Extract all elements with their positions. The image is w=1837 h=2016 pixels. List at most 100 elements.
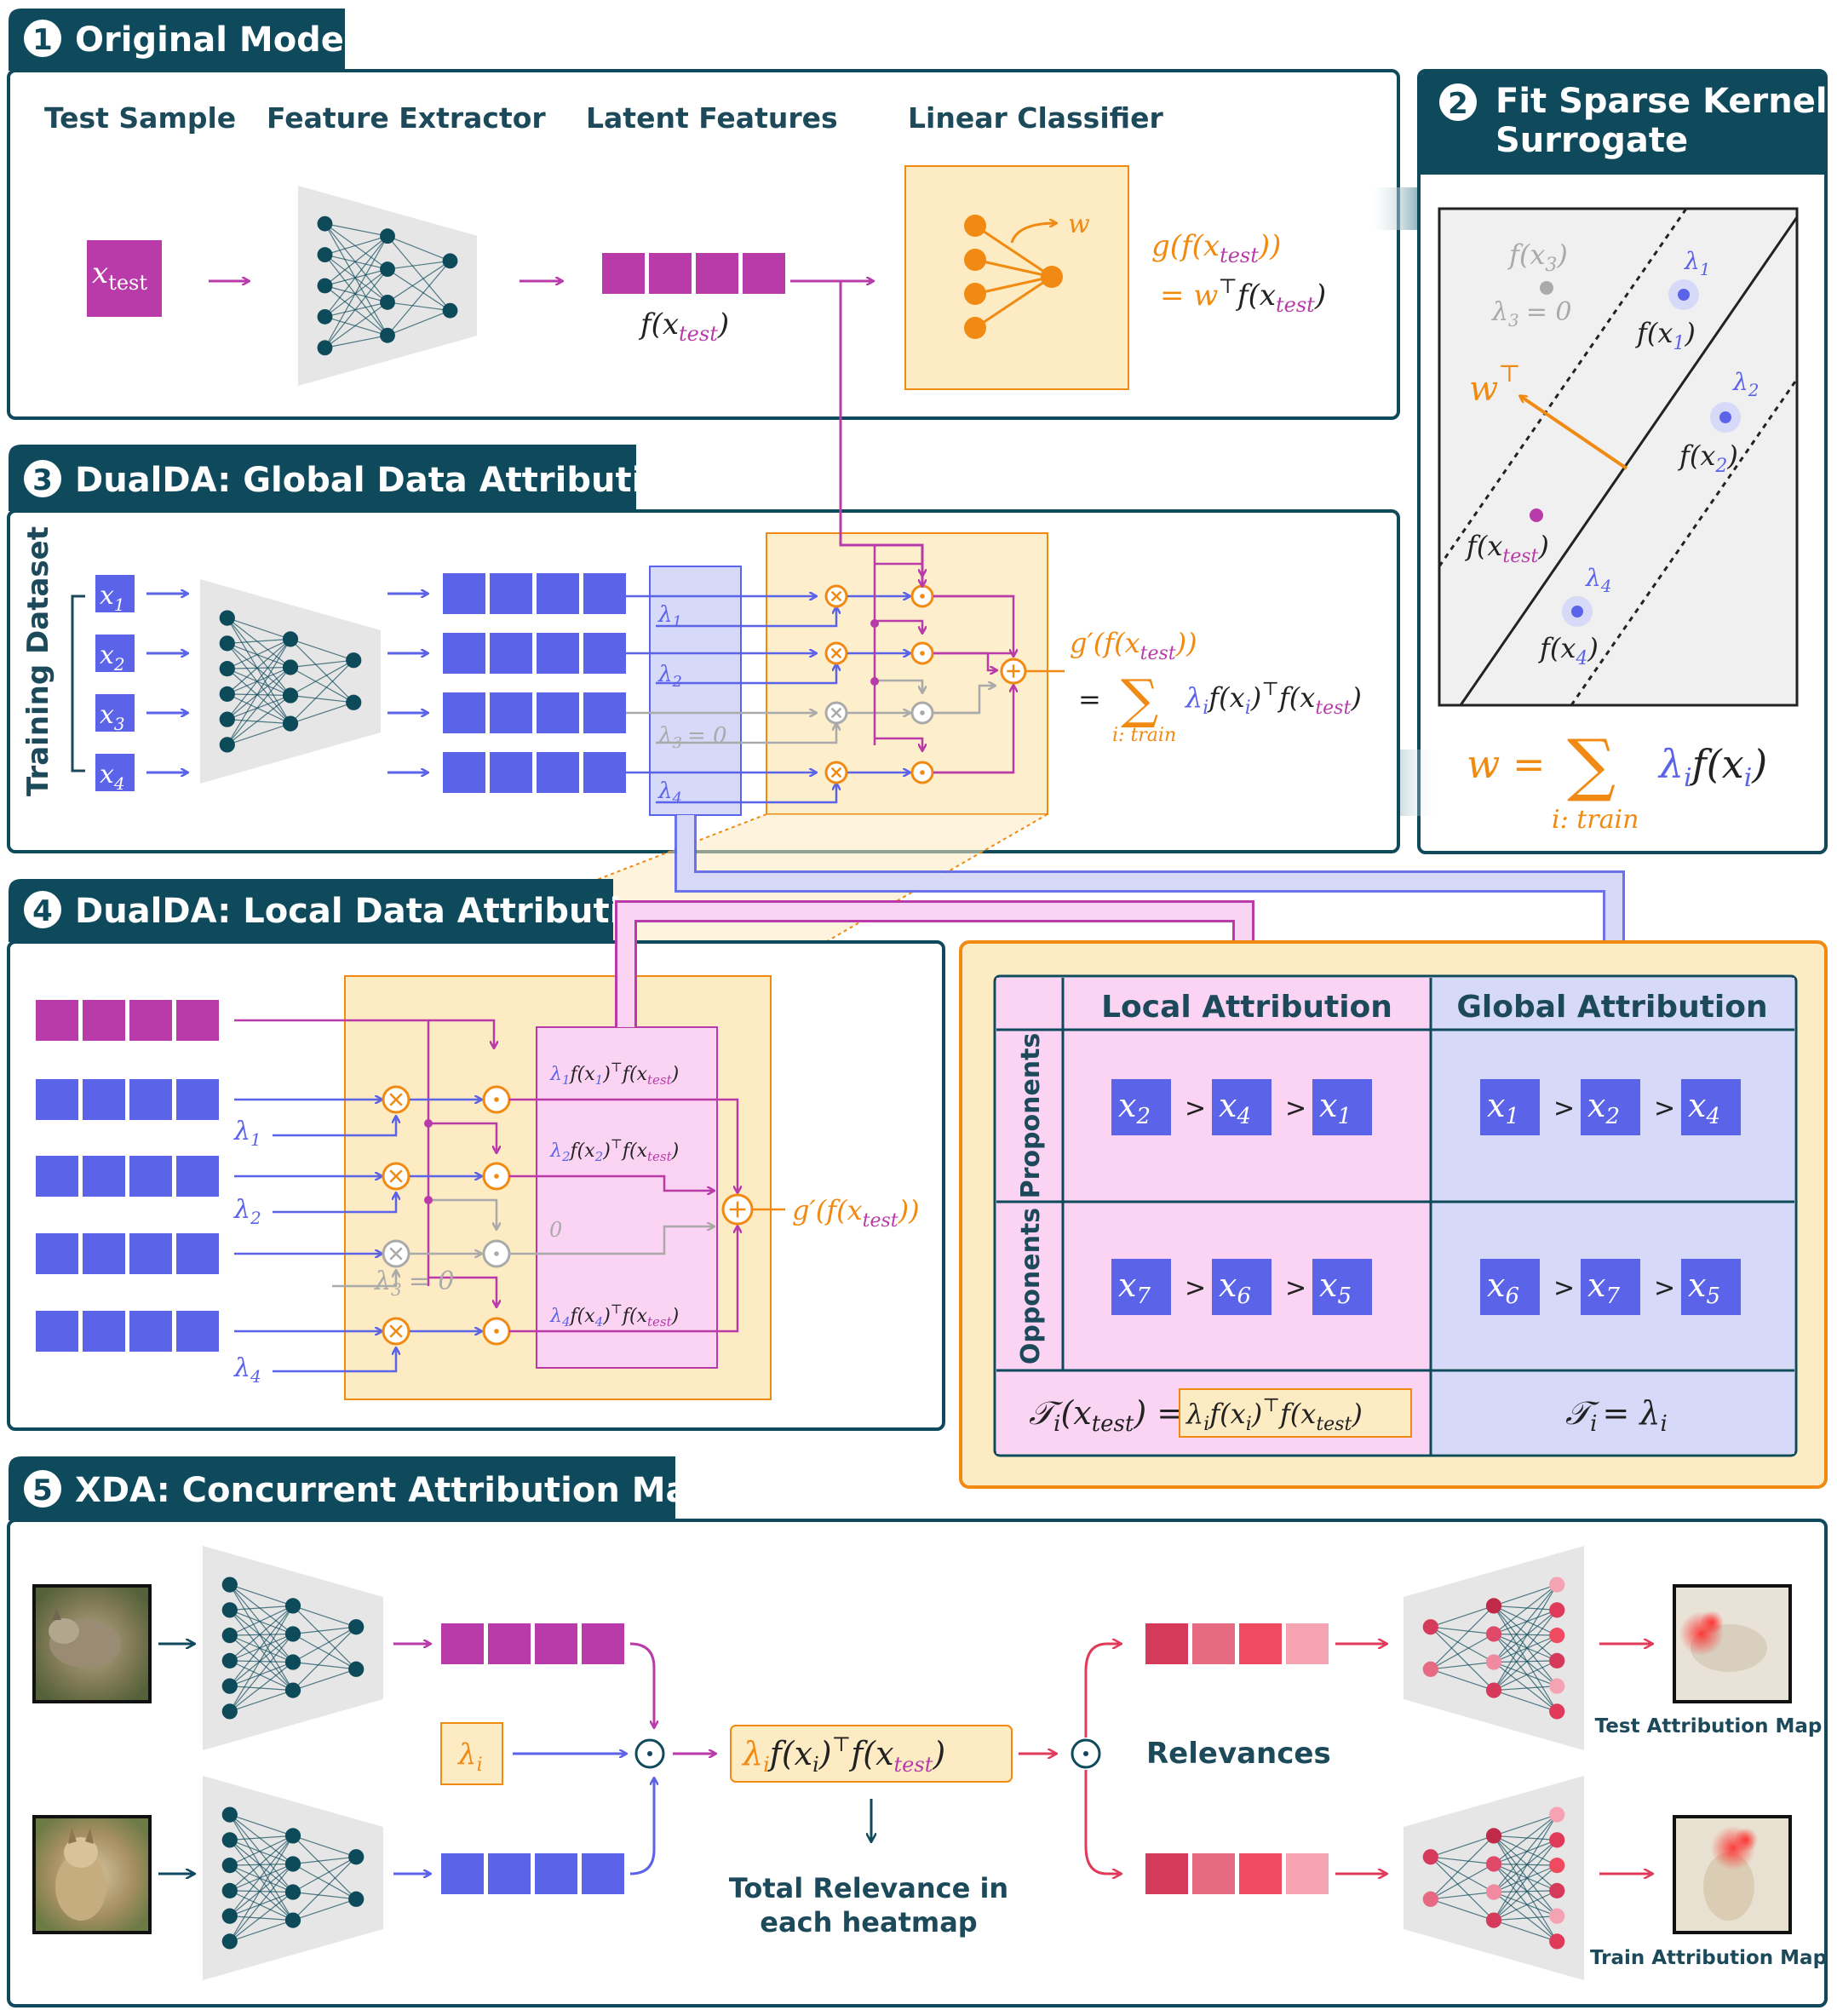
network-node: [221, 1806, 238, 1823]
training-sample-label: x1: [100, 581, 125, 615]
network-node: [1422, 1619, 1438, 1635]
attribution-comparison-table: Local Attribution Global Attribution Pro…: [959, 940, 1828, 1489]
greater-than: >: [1285, 1273, 1306, 1303]
network-node: [380, 294, 395, 310]
train-feature-cell: [36, 1311, 78, 1352]
train-features: [441, 1853, 624, 1894]
panel-title: DualDA: Local Data Attribution: [75, 892, 669, 931]
network-trapezoid: [200, 579, 381, 784]
global-output-rhs: λif(xi)⊤f(xtest): [1184, 679, 1362, 719]
lambda3-zero: λ3= 0: [374, 1266, 455, 1300]
feature-cell: [583, 573, 626, 614]
step-number: 4: [32, 894, 53, 928]
ranked-sample-box: [1212, 1079, 1272, 1135]
training-sample-label: x3: [100, 700, 125, 734]
network-node: [1485, 1912, 1502, 1928]
training-sample-label: x4: [100, 760, 125, 794]
network-node: [1549, 1832, 1565, 1848]
test-feature-link: [839, 281, 922, 586]
feature-extractor-net: [200, 579, 381, 784]
greater-than: >: [1654, 1094, 1675, 1123]
network-node: [284, 1856, 301, 1872]
lambda-i-box: [440, 1722, 503, 1785]
label-fx1: f(x1): [1635, 317, 1696, 354]
train-relevance-vector: [1145, 1853, 1329, 1894]
network-node: [221, 1652, 238, 1669]
network-node: [221, 1628, 238, 1644]
surrogate-formula-lhs: w =: [1467, 741, 1546, 787]
header-latent-features: Latent Features: [586, 101, 838, 135]
train-feature-cell: [176, 1156, 219, 1197]
local-output: g′(f(xtest)): [792, 1194, 920, 1232]
greater-than: >: [1553, 1273, 1575, 1303]
feature-cell: [537, 573, 579, 614]
feature-cell: [583, 692, 626, 733]
sum-symbol: ∑: [1121, 668, 1158, 730]
lambda1: λ1: [233, 1117, 261, 1150]
panel-title-line2: Surrogate: [1495, 121, 1688, 160]
network-node: [1485, 1682, 1502, 1698]
train-attribution-heatmap: [1673, 1815, 1792, 1934]
network-node: [284, 1912, 301, 1928]
network-node: [442, 253, 458, 269]
point-x2: [1719, 411, 1731, 423]
dataset-bracket: [71, 594, 85, 773]
feature-cell: [443, 633, 485, 674]
train-feature-cell: [176, 1233, 219, 1274]
training-dataset-label: Training Dataset: [21, 526, 55, 796]
ranked-sample-box: [1312, 1079, 1372, 1135]
train-attribution-map-label: Train Attribution Map: [1590, 1947, 1827, 1969]
network-node: [1549, 1703, 1565, 1720]
local-score-formula: 𝒯i(xtest) =: [1029, 1394, 1184, 1437]
train-feature-cell: [129, 1233, 172, 1274]
network-node: [1485, 1884, 1502, 1900]
feature-cell: [490, 633, 532, 674]
total-relevance-line2: each heatmap: [760, 1906, 977, 1938]
ranked-sample-label: x5: [1688, 1266, 1720, 1309]
header-test-sample: Test Sample: [44, 101, 236, 135]
train-feature-cell: [129, 1079, 172, 1120]
network-node: [1549, 1577, 1565, 1593]
lambda4-label: λ4: [1585, 564, 1611, 596]
ranked-sample-box: [1681, 1079, 1741, 1135]
point-x1: [1678, 289, 1690, 301]
lambda2-label: λ2: [1732, 368, 1759, 400]
ranked-sample-label: x1: [1319, 1087, 1352, 1129]
step-badge: [24, 460, 61, 497]
ranked-sample-label: x4: [1688, 1087, 1720, 1129]
col-header-local: Local Attribution: [1101, 990, 1392, 1025]
latent-feature-vector: [602, 253, 785, 294]
network-node: [284, 1626, 301, 1642]
feature-cell: [537, 633, 579, 674]
ranked-sample-label: x5: [1319, 1266, 1352, 1309]
label-fx2: f(x2): [1678, 439, 1738, 477]
feature-cell: [490, 573, 532, 614]
network-node: [1485, 1654, 1502, 1670]
network-node: [346, 652, 362, 669]
network-node: [380, 261, 395, 278]
panel-title: DualDA: Global Data Attribution: [75, 461, 691, 500]
ranked-sample-box: [1212, 1259, 1272, 1315]
panel-3-global-data-attribution: 3 DualDA: Global Data Attribution Traini…: [7, 445, 1400, 853]
test-sample-box: [87, 240, 162, 317]
network-node: [282, 715, 299, 732]
network-node: [1549, 1678, 1565, 1694]
test-feature-cell: [129, 1000, 172, 1041]
network-node: [221, 1933, 238, 1950]
decision-boundary: [1459, 216, 1797, 705]
step-badge: [24, 1470, 61, 1508]
feature-extractor-net: [298, 186, 477, 386]
ranked-sample-label: x6: [1487, 1266, 1519, 1309]
test-image-wolf: [32, 1584, 152, 1703]
test-feature-cell: [36, 1000, 78, 1041]
network-node: [221, 1832, 238, 1848]
train-feature-cell: [36, 1156, 78, 1197]
network-node: [284, 1884, 301, 1900]
feature-space-plot: [1438, 207, 1799, 707]
test-feature-cell: [83, 1000, 125, 1041]
relevance-score-box: [730, 1725, 1013, 1783]
ranked-sample-box: [1111, 1259, 1171, 1315]
